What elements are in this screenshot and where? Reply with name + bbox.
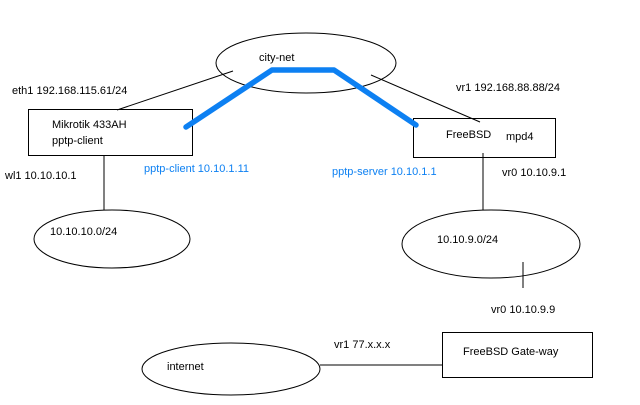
vr1-gateway-ip-label: vr1 77.x.x.x [334,339,391,351]
pptp-tunnel-line [183,67,419,130]
pptp-server-ip-label: pptp-server 10.10.1.1 [332,166,437,178]
node-mikrotik-label: Mikrotik 433AH pptp-client [52,117,127,149]
mikrotik-role-text: pptp-client [52,135,103,147]
link-mikrotik-citynet [116,70,234,111]
node-freebsd-box [413,118,556,158]
vr1-freebsd-ip-label: vr1 192.168.88.88/24 [456,82,560,94]
pptp-client-ip-label: pptp-client 10.10.1.11 [144,163,249,175]
mikrotik-model-text: Mikrotik 433AH [52,119,127,131]
lan-right-label: 10.10.9.0/24 [437,234,499,246]
node-mikrotik-box [28,109,193,156]
internet-label: internet [167,361,204,373]
node-gateway-box [442,332,593,378]
freebsd-daemon-text: mpd4 [506,131,534,143]
citynet-label: city-net [259,52,295,64]
eth1-ip-label: eth1 192.168.115.61/24 [12,85,128,97]
gateway-label: FreeBSD Gate-way [463,346,559,358]
freebsd-os-text: FreeBSD [446,129,492,141]
vr0-gateway-ip-label: vr0 10.10.9.9 [491,304,556,316]
lan-left-ellipse [33,209,191,269]
vr0-freebsd-ip-label: vr0 10.10.9.1 [502,167,567,179]
wl1-ip-label: wl1 10.10.10.1 [5,170,77,182]
lan-left-label: 10.10.10.0/24 [50,226,118,238]
citynet-ellipse [215,32,397,94]
